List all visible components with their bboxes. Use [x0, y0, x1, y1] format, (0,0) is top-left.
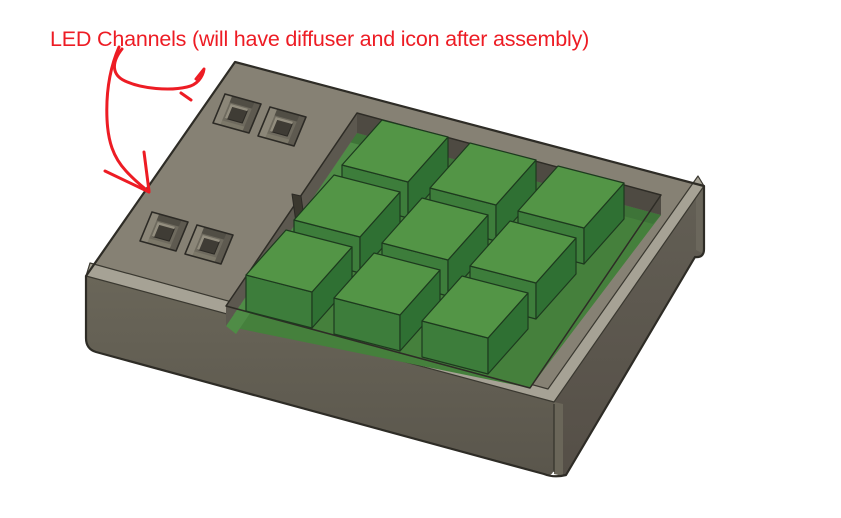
- annotation-arrows: [103, 45, 206, 194]
- led-wall-bottom: [185, 249, 223, 264]
- led-hole-lit-edge: [196, 235, 221, 251]
- led-channel-outline: [212, 93, 262, 134]
- keycap: [333, 252, 441, 352]
- led-wall-top: [149, 212, 188, 229]
- led-channel-outline: [184, 224, 234, 265]
- led-wall-left: [258, 107, 278, 138]
- led-wall-bottom: [258, 131, 296, 146]
- led-channel: [184, 224, 234, 265]
- led-hole-lit-edge: [151, 222, 176, 238]
- led-wall-left: [213, 94, 233, 125]
- body-front-face: [86, 276, 554, 475]
- led-channel-outline: [257, 106, 307, 147]
- corner-fillet-front: [554, 402, 563, 476]
- led-wall-right: [169, 220, 188, 251]
- keycap-top-face: [517, 165, 625, 229]
- body-silhouette: [84, 60, 706, 478]
- led-wall-top: [194, 225, 233, 242]
- led-wall-right: [214, 233, 233, 264]
- led-wall-right: [287, 115, 306, 146]
- keycap-top-face: [333, 252, 441, 316]
- keycap: [381, 197, 489, 297]
- keycap-top-face: [429, 142, 537, 206]
- annotation-arrow-upper: [113, 47, 206, 102]
- led-wall-left: [140, 212, 160, 243]
- led-hole-lit-edge: [269, 117, 294, 133]
- keycap-top-face: [245, 229, 353, 293]
- keycap: [245, 229, 353, 329]
- annotation-arrow-lower: [103, 45, 151, 194]
- keycap-top-face: [421, 275, 529, 339]
- keycap: [421, 275, 529, 375]
- led-channel-outline: [139, 211, 189, 252]
- keycap-top-face: [469, 220, 577, 284]
- led-wall-bottom: [213, 118, 251, 133]
- annotation-label: LED Channels (will have diffuser and ico…: [50, 27, 589, 51]
- led-wall-top: [267, 107, 306, 124]
- led-channel: [139, 211, 189, 252]
- led-channel-group: [139, 93, 307, 265]
- led-channel: [257, 106, 307, 147]
- led-wall-bottom: [140, 236, 178, 251]
- keycap-grid: [245, 119, 625, 375]
- led-hole-lit-edge: [224, 104, 249, 120]
- led-wall-right: [242, 102, 261, 133]
- led-channel: [212, 93, 262, 134]
- keycap-top-face: [381, 197, 489, 261]
- keycap-top-face: [293, 174, 401, 238]
- led-wall-top: [222, 94, 261, 111]
- led-wall-left: [185, 225, 205, 256]
- body-right-face: [554, 186, 704, 476]
- corner-fillet-right: [696, 182, 704, 254]
- keycap-top-face: [341, 119, 449, 183]
